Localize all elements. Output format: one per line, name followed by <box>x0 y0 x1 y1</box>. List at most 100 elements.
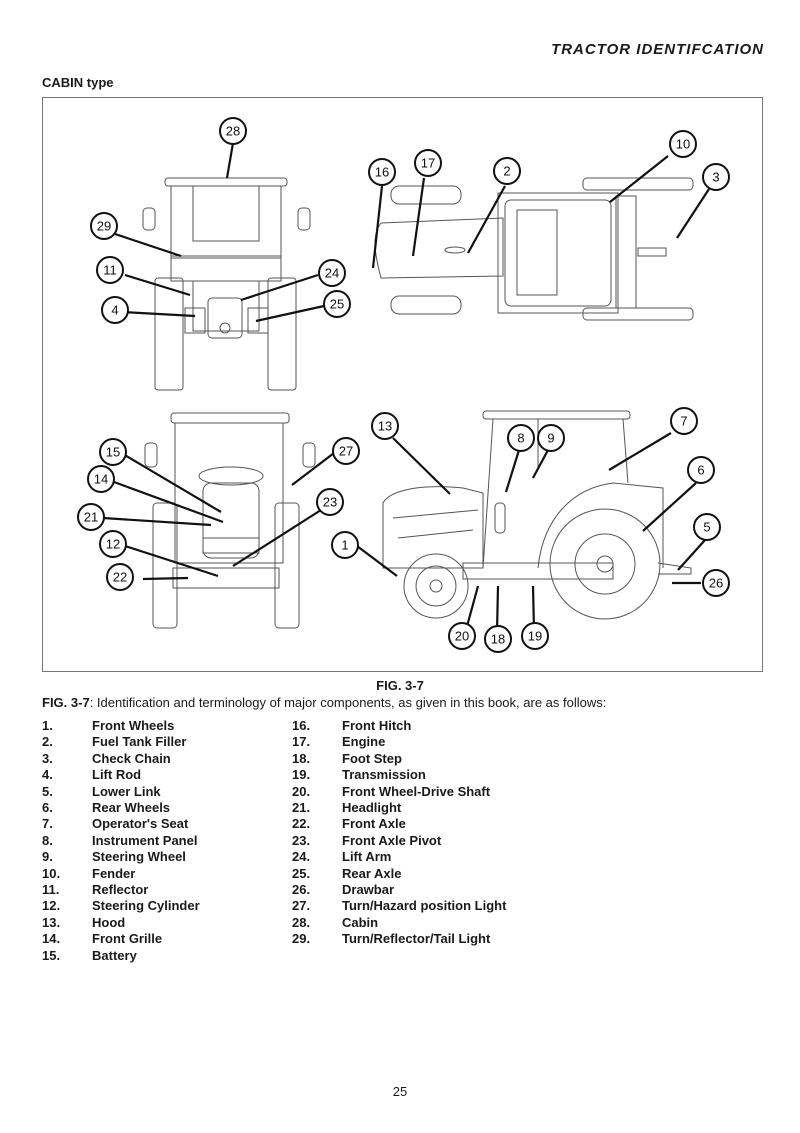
list-item: 7.Operator's Seat <box>42 816 189 832</box>
list-item: 20.Front Wheel-Drive Shaft <box>292 783 491 799</box>
svg-text:3: 3 <box>712 170 719 185</box>
svg-text:27: 27 <box>339 444 353 459</box>
svg-text:26: 26 <box>709 576 723 591</box>
svg-text:28: 28 <box>226 124 240 139</box>
list-item: 17.Engine <box>292 734 386 750</box>
callout-2: 2 <box>493 157 521 185</box>
callout-18: 18 <box>484 625 512 653</box>
svg-text:16: 16 <box>375 165 389 180</box>
list-item: 27.Turn/Hazard position Light <box>292 898 507 914</box>
list-item: 10.Fender <box>42 865 136 881</box>
callout-24: 24 <box>318 259 346 287</box>
list-item: 19.Transmission <box>292 767 426 783</box>
list-item: 14.Front Grille <box>42 931 163 947</box>
svg-text:20: 20 <box>455 629 469 644</box>
list-item: 25.Rear Axle <box>292 865 402 881</box>
list-item: 24.Lift Arm <box>292 849 392 865</box>
rear-right-wheel <box>267 277 297 391</box>
callout-21: 21 <box>77 503 105 531</box>
svg-text:24: 24 <box>325 266 339 281</box>
page-header-title: TRACTOR IDENTIFCATION <box>551 41 764 58</box>
callout-22: 22 <box>106 563 134 591</box>
svg-text:15: 15 <box>106 445 120 460</box>
svg-text:29: 29 <box>97 219 111 234</box>
svg-text:2: 2 <box>503 164 510 179</box>
callout-6: 6 <box>687 456 715 484</box>
list-item: 16.Front Hitch <box>292 718 412 733</box>
list-item: 11.Reflector <box>42 882 149 898</box>
callout-26: 26 <box>702 569 730 597</box>
list-item: 28.Cabin <box>292 914 379 930</box>
svg-text:12: 12 <box>106 537 120 552</box>
svg-text:23: 23 <box>323 495 337 510</box>
svg-text:13: 13 <box>378 419 392 434</box>
leader-lines <box>102 142 710 633</box>
svg-text:9: 9 <box>547 431 554 446</box>
figure-frame: 28 29 11 24 4 25 16 17 2 10 3 15 14 21 1… <box>42 97 763 672</box>
list-item: 22.Front Axle <box>292 816 406 832</box>
svg-text:21: 21 <box>84 510 98 525</box>
figure-caption-text: : Identification and terminology of majo… <box>89 695 607 710</box>
callout-9: 9 <box>537 424 565 452</box>
callout-14: 14 <box>87 465 115 493</box>
svg-text:5: 5 <box>703 520 710 535</box>
svg-text:17: 17 <box>421 156 435 171</box>
list-item: 6.Rear Wheels <box>42 800 171 816</box>
front-view-drawing <box>144 412 316 629</box>
list-item: 13.Hood <box>42 914 126 930</box>
svg-text:6: 6 <box>697 463 704 478</box>
top-view-drawing <box>374 177 694 321</box>
callout-11: 11 <box>96 256 124 284</box>
list-item: 2.Fuel Tank Filler <box>42 734 187 750</box>
callout-28: 28 <box>219 117 247 145</box>
callout-1: 1 <box>331 531 359 559</box>
svg-text:7: 7 <box>680 414 687 429</box>
callout-19: 19 <box>521 622 549 650</box>
callout-8: 8 <box>507 424 535 452</box>
rear-left-wheel <box>154 277 184 391</box>
svg-text:25: 25 <box>330 297 344 312</box>
side-view-drawing <box>382 410 692 620</box>
list-item: 9.Steering Wheel <box>42 849 186 865</box>
callout-15: 15 <box>99 438 127 466</box>
list-item: 29.Turn/Reflector/Tail Light <box>292 931 491 947</box>
callout-4: 4 <box>101 296 129 324</box>
svg-text:11: 11 <box>103 263 117 278</box>
figure-label: FIG. 3-7 <box>376 678 424 693</box>
callout-10: 10 <box>669 130 697 158</box>
list-item: 8.Instrument Panel <box>42 832 198 848</box>
svg-text:4: 4 <box>111 303 118 318</box>
list-item: 4.Lift Rod <box>42 767 142 783</box>
component-list-left: 1.Front Wheels 2.Fuel Tank Filler 3.Chec… <box>42 718 200 964</box>
list-item: 1.Front Wheels <box>42 718 175 733</box>
svg-text:10: 10 <box>676 137 690 152</box>
list-item: 5.Lower Link <box>42 783 161 799</box>
svg-text:19: 19 <box>528 629 542 644</box>
svg-text:1: 1 <box>341 538 348 553</box>
list-item: 18.Foot Step <box>292 750 402 766</box>
tractor-diagram: 28 29 11 24 4 25 16 17 2 10 3 15 14 21 1… <box>77 117 730 653</box>
callout-16: 16 <box>368 158 396 186</box>
list-item: 21.Headlight <box>292 800 402 816</box>
callout-5: 5 <box>693 513 721 541</box>
callout-13: 13 <box>371 412 399 440</box>
svg-text:18: 18 <box>491 632 505 647</box>
callout-27: 27 <box>332 437 360 465</box>
list-item: 12.Steering Cylinder <box>42 898 200 914</box>
list-item: 23.Front Axle Pivot <box>292 832 442 848</box>
callout-3: 3 <box>702 163 730 191</box>
svg-text:8: 8 <box>517 431 524 446</box>
callout-29: 29 <box>90 212 118 240</box>
section-label: CABIN type <box>42 75 114 90</box>
component-list-right: 16.Front Hitch 17.Engine 18.Foot Step 19… <box>292 718 506 948</box>
callout-7: 7 <box>670 407 698 435</box>
rear-view-drawing <box>142 177 311 391</box>
callout-17: 17 <box>414 149 442 177</box>
callout-12: 12 <box>99 530 127 558</box>
callout-25: 25 <box>323 290 351 318</box>
callout-23: 23 <box>316 488 344 516</box>
figure-caption: FIG. 3-7: Identification and terminology… <box>42 695 606 710</box>
svg-text:14: 14 <box>94 472 108 487</box>
figure-caption-ref: FIG. 3-7 <box>42 695 90 710</box>
list-item: 15.Battery <box>42 947 137 963</box>
